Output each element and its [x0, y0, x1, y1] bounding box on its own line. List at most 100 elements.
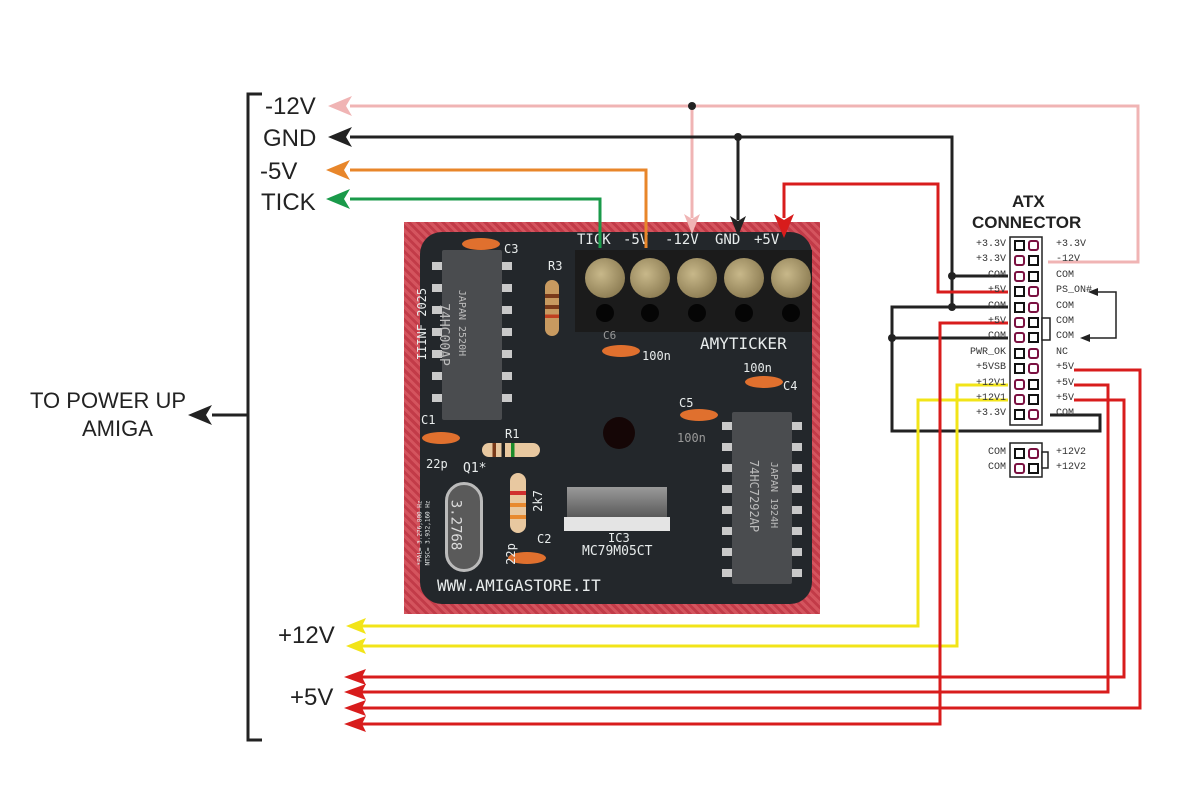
atx-left-pin-label: +3.3V — [975, 254, 1006, 266]
capacitor-c6 — [602, 345, 640, 357]
signal-label-minus12v: -12V — [265, 93, 316, 120]
terminal-hole — [596, 304, 614, 322]
regulator-body — [567, 487, 667, 517]
wire-ps-on-jumper — [1080, 288, 1117, 342]
c6-value: 100n — [642, 349, 671, 363]
regulator-label: MC79M05CT — [582, 544, 653, 559]
c2-ref: C2 — [537, 532, 552, 546]
atx-pin — [1028, 255, 1039, 267]
ic1-pin — [432, 328, 442, 336]
signal-label-plus12v: +12V — [278, 622, 335, 649]
regulator-ref: IC3 — [608, 531, 630, 545]
terminal-hole — [735, 304, 753, 322]
terminal-screw-tick — [585, 258, 625, 298]
atx-pin — [1014, 286, 1025, 298]
board-name: AMYTICKER — [700, 334, 787, 353]
ic1-pin — [502, 372, 512, 380]
atx-pin — [1014, 301, 1025, 313]
capacitor-c5 — [680, 409, 718, 421]
wire-plus5v-pcb — [774, 182, 1008, 294]
signal-label-minus5v: -5V — [260, 158, 298, 185]
atx-right-pin-label: COM — [1056, 269, 1075, 281]
wire-tick — [326, 189, 602, 248]
terminal-screw-minus12v — [677, 258, 717, 298]
ic2-pin — [792, 527, 802, 535]
atx-pin — [1014, 332, 1025, 344]
signal-label-tick: TICK — [261, 189, 316, 216]
capacitor-c1 — [422, 432, 460, 444]
atx-pin — [1014, 270, 1025, 282]
ic2-pin — [722, 506, 732, 514]
atx-right-pin-label: +5V — [1056, 393, 1075, 404]
terminal-hole — [688, 304, 706, 322]
ic1-pin — [432, 372, 442, 380]
resistor-2k7 — [510, 473, 526, 533]
atx-left-pin-label: +5VSB — [975, 362, 1006, 374]
signal-label-plus5v: +5V — [290, 684, 334, 711]
aux-pin — [1014, 463, 1025, 474]
atx-left-pin-label: +12V1 — [975, 377, 1006, 389]
aux-pin — [1028, 448, 1039, 459]
signal-label-gnd: GND — [263, 125, 317, 152]
terminal-label-minus5v: -5V — [623, 232, 649, 248]
aux-right-pin-label: +12V2 — [1056, 462, 1087, 473]
atx-right-pin-label: -12V — [1056, 254, 1081, 266]
terminal-hole — [641, 304, 659, 322]
ic2-pin — [722, 464, 732, 472]
atx-pin — [1014, 347, 1025, 359]
wire-plus5v-amiga — [344, 321, 1142, 732]
atx-right-pin-label: +3.3V — [1056, 239, 1087, 250]
ic1-pin — [432, 284, 442, 292]
terminal-label-plus5v: +5V — [754, 232, 780, 248]
c5-value: 100n — [677, 431, 706, 445]
ic1-pin — [432, 306, 442, 314]
ic1-pin — [502, 306, 512, 314]
atx-pin — [1028, 394, 1039, 405]
atx-left-pin-label: +3.3V — [975, 408, 1006, 420]
resistor-r3 — [545, 280, 559, 336]
aux-right-pin-label: +12V2 — [1056, 447, 1087, 458]
r3-ref: R3 — [548, 259, 563, 273]
wire-plus12v — [346, 383, 1008, 654]
atx-pin — [1028, 347, 1039, 359]
c1-value: 22p — [426, 457, 448, 471]
aux-connector-latch — [1041, 451, 1049, 469]
atx-pin — [1028, 378, 1039, 390]
terminal-label-tick: TICK — [577, 232, 611, 248]
atx-pin — [1028, 301, 1039, 313]
atx-title-line2: CONNECTOR — [972, 213, 1082, 232]
atx-connector-housing — [1009, 236, 1043, 426]
amiga-output-arrow — [188, 405, 212, 425]
atx-pin — [1028, 363, 1039, 375]
aux-left-pin-label: COM — [987, 447, 1006, 458]
atx-left-pin-label: COM — [987, 300, 1006, 312]
atx-left-pin-label: +3.3V — [975, 239, 1006, 250]
ic2-pin — [722, 485, 732, 493]
terminal-screw-plus5v — [771, 258, 811, 298]
terminal-screw-minus5v — [630, 258, 670, 298]
atx-pin — [1028, 286, 1039, 298]
atx-pin — [1014, 363, 1025, 375]
atx-connector-latch — [1041, 317, 1051, 341]
atx-right-pin-label: NC — [1056, 346, 1069, 358]
atx-title-line1: ATX — [1012, 192, 1045, 211]
atx-right-pin-label: PS_ON# — [1056, 285, 1093, 297]
ic2-pin — [792, 443, 802, 451]
ic2-pin — [722, 569, 732, 577]
amiga-bracket — [246, 92, 262, 742]
atx-left-pin-label: +5V — [987, 316, 1006, 327]
terminal-label-gnd: GND — [715, 232, 741, 248]
ic2-pin — [792, 464, 802, 472]
wire-minus12v — [328, 96, 1140, 264]
terminal-hole — [782, 304, 800, 322]
website-text: WWW.AMIGASTORE.IT — [437, 576, 601, 595]
aux-pin — [1014, 448, 1025, 459]
ic2-chip — [732, 412, 792, 584]
atx-pin — [1014, 240, 1025, 251]
atx-pin — [1028, 332, 1039, 344]
capacitor-c3 — [462, 238, 500, 250]
atx-right-pin-label: +5V — [1056, 377, 1075, 389]
atx-pin — [1014, 255, 1025, 267]
capacitor-c2 — [508, 552, 546, 564]
